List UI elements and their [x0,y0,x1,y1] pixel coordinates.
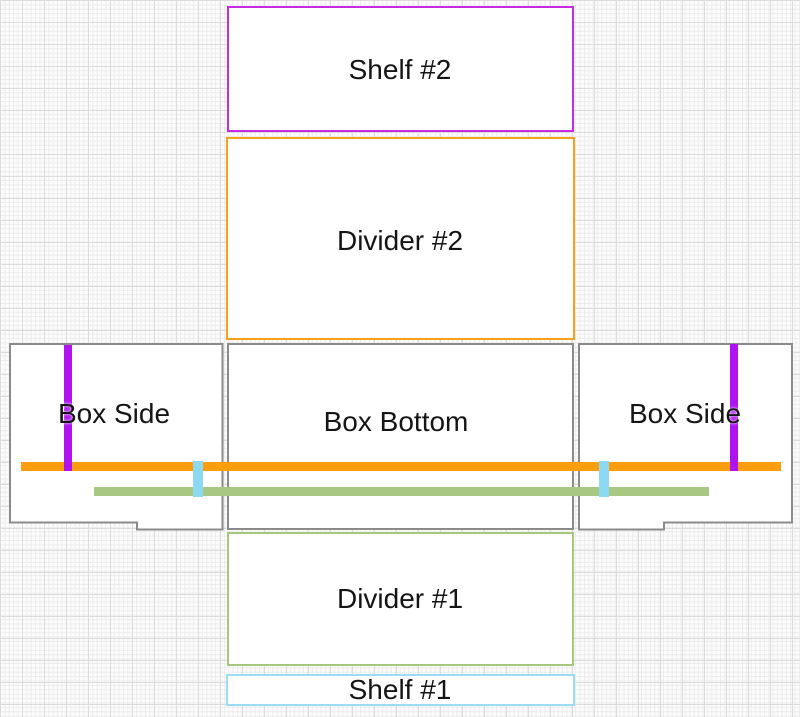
purple-slot-line-left [64,345,72,471]
purple-slot-line-right [730,344,738,471]
label-divider-2: Divider #2 [336,225,464,256]
label-box-bottom: Box Bottom [323,406,469,437]
cyan-slot-line-right [599,461,609,497]
orange-slot-line [21,462,781,471]
label-box-side-right: Box Side [628,398,742,429]
label-divider-1: Divider #1 [336,583,464,614]
panel-box-side-right [578,343,793,531]
cyan-slot-line-left [193,461,203,497]
panel-box-side-left [9,343,224,531]
label-box-side-left: Box Side [57,398,171,429]
panel-divider-2 [226,137,575,340]
label-shelf-1: Shelf #1 [348,674,452,705]
panel-shelf-2 [227,6,574,132]
panel-divider-1 [227,532,574,666]
green-slot-line [94,487,709,496]
panel-box-bottom [227,343,574,530]
panel-shelf-1 [226,674,575,706]
label-shelf-2: Shelf #2 [348,54,452,85]
